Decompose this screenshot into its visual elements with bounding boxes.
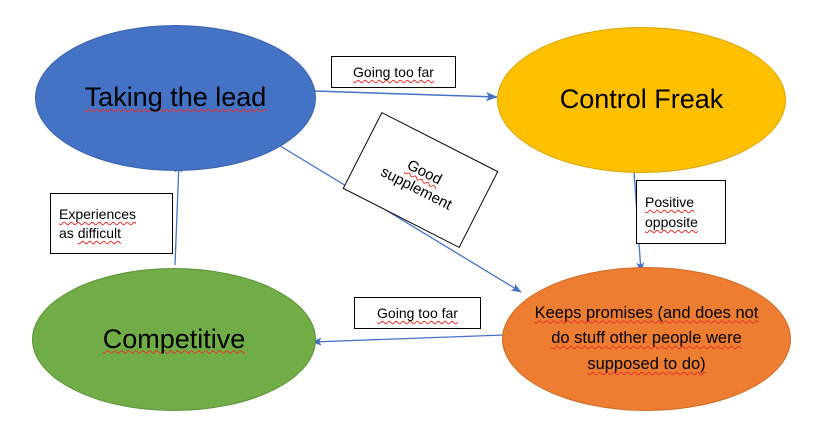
edge-label-positive-opposite[interactable]: Positive opposite [636,180,726,244]
node-control-freak-label: Control Freak [559,84,724,115]
arrow-taking-the-lead-to-control-freak [313,90,498,102]
edge-label-line: Experiences [59,206,137,222]
edge-label-line: as difficult [59,225,122,241]
node-control-freak[interactable]: Control Freak [497,27,786,173]
edge-label-line: Going too far [353,64,434,80]
node-competitive-label: Competitive [102,323,246,354]
arrow-keeps-promises-to-competitive [311,334,505,346]
arrow-competitive-to-taking-the-lead [174,162,183,266]
node-competitive[interactable]: Competitive [32,268,316,411]
edge-label-going-too-far-top[interactable]: Going too far [331,56,456,88]
edge-label-line: Positive [645,194,695,210]
edge-label-line: opposite [645,214,698,230]
edge-label-experiences-as-difficult[interactable]: Experiences as difficult [50,193,173,254]
node-taking-the-lead[interactable]: Taking the lead [35,25,316,171]
node-taking-the-lead-label: Taking the lead [84,82,267,113]
edge-label-line: Going too far [377,305,458,321]
edge-label-going-too-far-bottom[interactable]: Going too far [354,297,481,329]
